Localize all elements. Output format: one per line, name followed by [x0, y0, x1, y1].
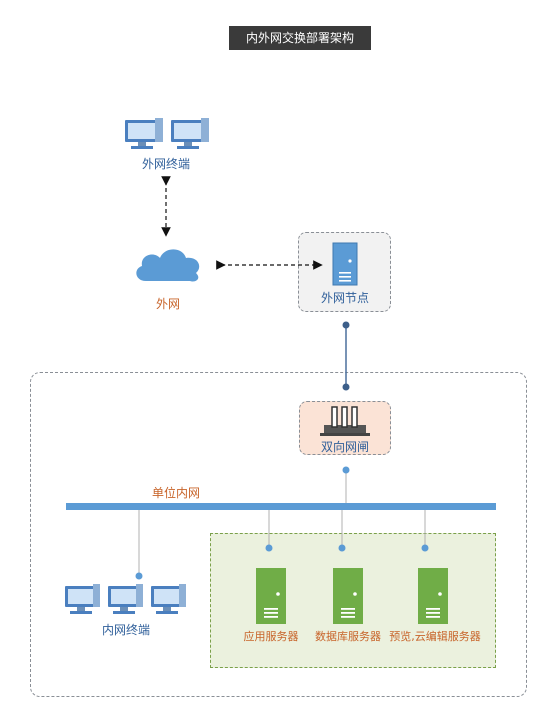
external-terminals-icon — [125, 118, 209, 149]
terminals-dot — [135, 572, 143, 580]
internal-terminals-label: 内网终端 — [101, 623, 150, 637]
db-server-label: 数据库服务器 — [315, 630, 381, 643]
gateway-bus-dot — [342, 466, 350, 474]
db-dot — [338, 544, 346, 552]
db-server-icon — [333, 568, 363, 624]
app-server-label: 应用服务器 — [243, 630, 299, 643]
internal-terminals-icon — [65, 584, 186, 614]
preview-dot — [421, 544, 429, 552]
gateway-label: 双向网闸 — [320, 440, 369, 454]
intranet-bus — [66, 503, 496, 510]
diagram-title: 内外网交换部署架构 — [229, 26, 371, 50]
server-icon — [332, 242, 358, 286]
cloud-icon — [136, 249, 200, 282]
external-node-label: 外网节点 — [320, 291, 369, 305]
app-dot — [265, 544, 273, 552]
external-terminals-label: 外网终端 — [141, 157, 190, 171]
app-server-icon — [256, 568, 286, 624]
external-network-label: 外网 — [155, 297, 180, 311]
preview-server-icon — [418, 568, 448, 624]
intranet-boundary — [30, 372, 527, 697]
gateway-icon — [320, 406, 370, 436]
node-port-dot — [342, 321, 350, 329]
intranet-bus-label: 单位内网 — [151, 486, 200, 500]
gateway-port-dot — [342, 383, 350, 391]
preview-server-label: 预览,云编辑服务器 — [389, 630, 481, 643]
